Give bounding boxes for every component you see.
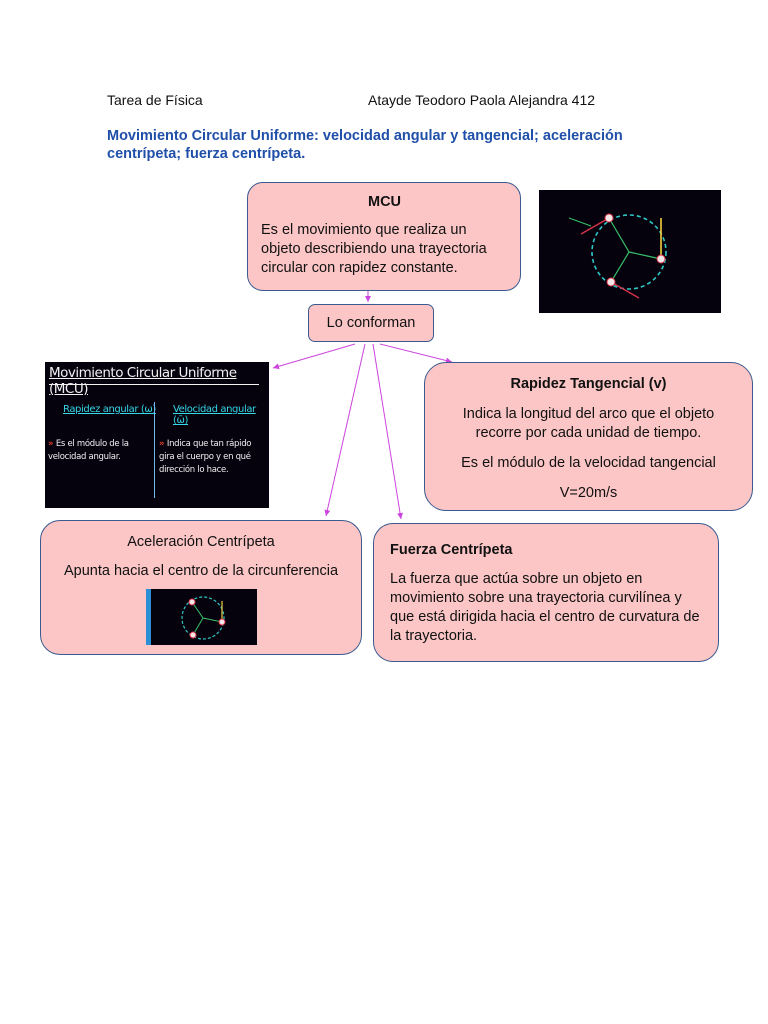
tangencial-line3: V=20m/s (559, 485, 618, 501)
slide-col2-title: Velocidad angular (ω̄) (173, 404, 256, 426)
moving-body (604, 213, 614, 223)
aceleracion-body: Apunta hacia el centro de la circunferen… (63, 563, 339, 579)
slide-col2-text: » Indica que tan rápido gira el cuerpo y… (159, 439, 252, 475)
image-edge (146, 589, 151, 645)
moving-body (189, 631, 197, 639)
subject-label: Tarea de Física (107, 92, 203, 108)
circular-motion-image (539, 190, 721, 313)
slide-divider (49, 384, 259, 385)
aceleracion-heading: Aceleración Centrípeta (127, 534, 275, 550)
slide-col1-title: Rapidez angular (ω) (63, 404, 156, 415)
slide-title: Movimiento Circular Uniforme (MCU) (49, 365, 237, 397)
radius-line (608, 217, 630, 253)
connector-box: Lo conforman (308, 304, 434, 342)
arrow-to-aceleracion (324, 343, 366, 517)
student-label: Atayde Teodoro Paola Alejandra 412 (368, 92, 596, 108)
document-title: Movimiento Circular Uniforme: velocidad … (107, 128, 623, 162)
tangencial-heading: Rapidez Tangencial (v) (510, 376, 667, 392)
arrow-to-fuerza (372, 343, 404, 520)
arrow-to-slide (272, 343, 356, 370)
moving-body (606, 277, 616, 287)
arc-vector (568, 217, 592, 227)
orbit-circle (181, 596, 225, 640)
bullet-icon: » (159, 439, 167, 449)
velocity-vector (580, 217, 610, 235)
velocity-vector (610, 281, 640, 299)
slide-col1-text: » Es el módulo de la velocidad angular. (48, 439, 129, 462)
radius-line (628, 251, 662, 260)
slide-column-divider (154, 402, 155, 498)
fuerza-heading: Fuerza Centrípeta (390, 542, 513, 558)
orbit-circle (591, 214, 667, 290)
moving-body (656, 254, 666, 264)
tangencial-line1: Indica la longitud del arco que el objet… (462, 406, 715, 441)
moving-body (218, 618, 226, 626)
tangencial-box: Rapidez Tangencial (v) Indica la longitu… (424, 362, 753, 511)
fuerza-box: Fuerza Centrípeta La fuerza que actúa so… (373, 523, 719, 662)
mcu-box: MCU Es el movimiento que realiza un obje… (247, 182, 521, 291)
aceleracion-image (146, 589, 257, 645)
moving-body (188, 598, 196, 606)
bullet-icon: » (48, 439, 56, 449)
arrow-to-tangencial (379, 343, 453, 364)
connector-label: Lo conforman (326, 315, 416, 331)
mcu-body: Es el movimiento que realiza un objeto d… (261, 222, 487, 276)
fuerza-body: La fuerza que actúa sobre un objeto en m… (390, 571, 700, 644)
mcu-heading: MCU (367, 194, 402, 210)
tangencial-line2: Es el módulo de la velocidad tangencial (461, 455, 716, 471)
mcu-slide-image: Movimiento Circular Uniforme (MCU) Rapid… (45, 362, 269, 508)
radius-line (610, 251, 630, 283)
